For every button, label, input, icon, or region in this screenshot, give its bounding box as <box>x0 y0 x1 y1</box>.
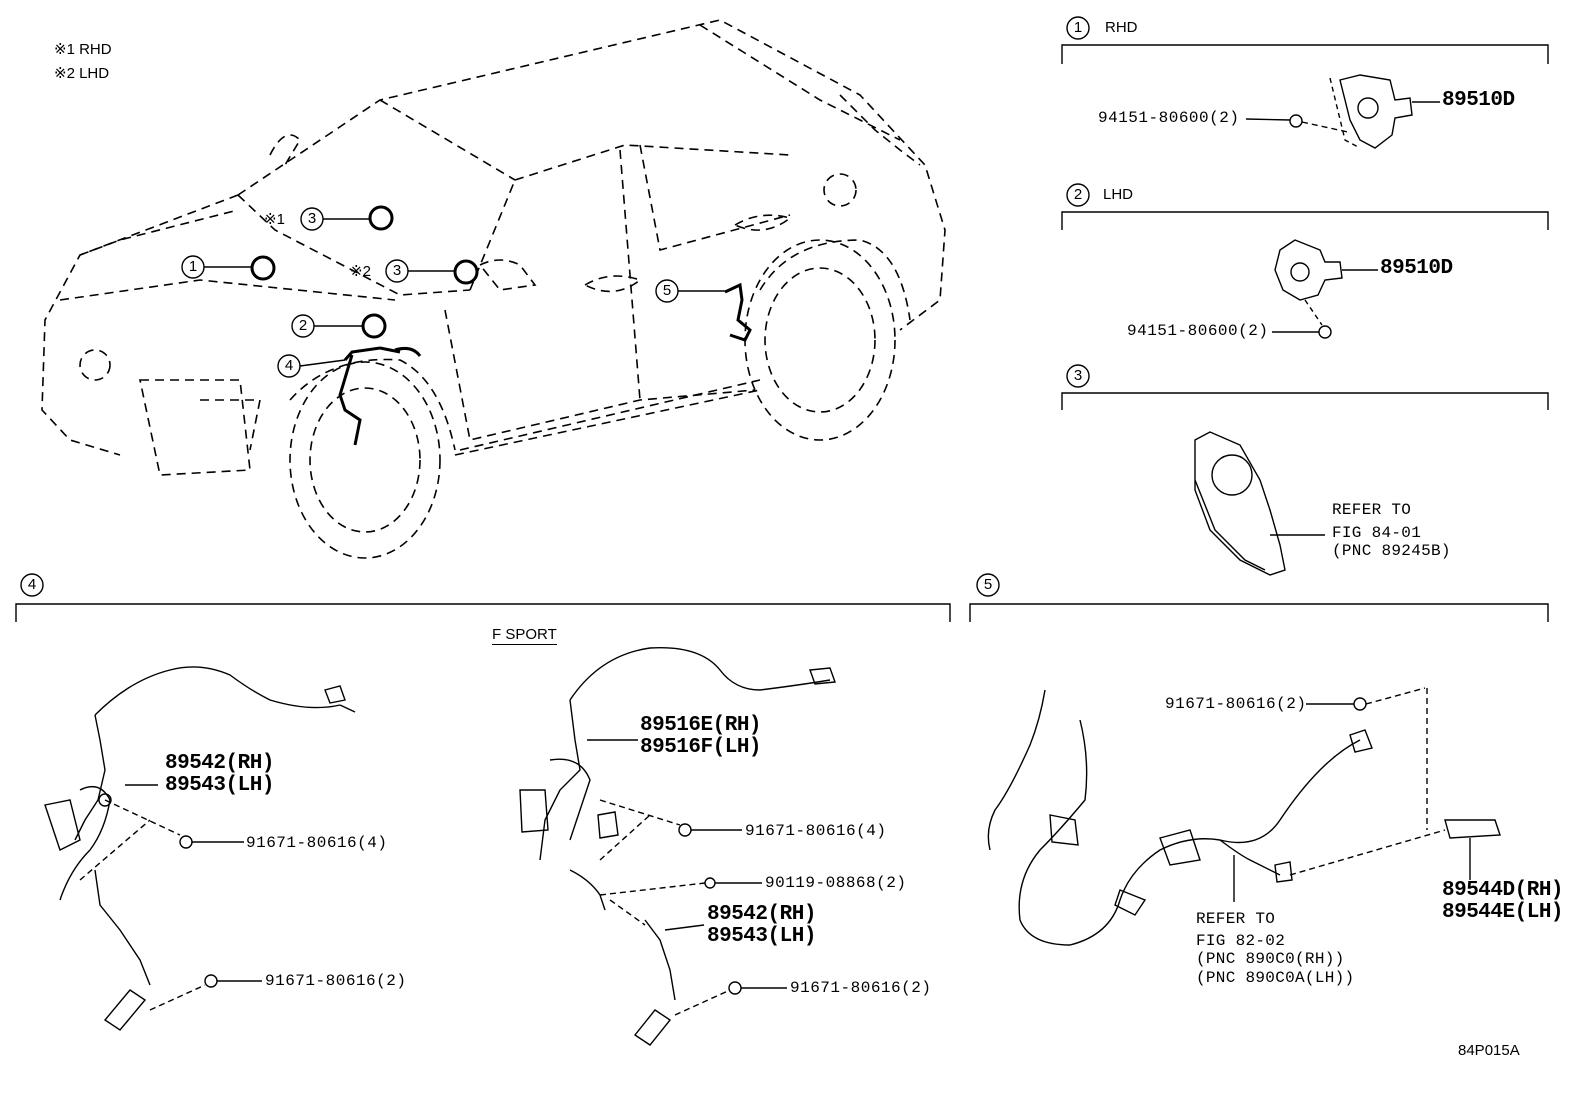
section5-ref-line1: REFER TO <box>1196 910 1276 928</box>
section4-left-drawing <box>44 666 356 1031</box>
callout-3-rhd: 3 <box>307 210 317 227</box>
section2-number: 2 <box>1073 186 1083 203</box>
callout-leaders <box>181 207 725 378</box>
callout-3-lhd: 3 <box>392 262 402 279</box>
note-rhd: ※1 RHD <box>54 41 112 58</box>
section4-right-harness-lh: 89516F(LH) <box>640 736 762 759</box>
callout-2: 2 <box>298 317 308 334</box>
section1-part-number: 89510D <box>1442 89 1515 112</box>
section3-ref-line1: REFER TO <box>1332 501 1412 519</box>
section1-title: RHD <box>1105 19 1138 36</box>
section-brackets <box>15 16 1549 622</box>
section4-right-sensor-lh: 89543(LH) <box>707 925 816 948</box>
section4-right-sensor-rh: 89542(RH) <box>707 903 816 926</box>
section4-left-sensor-rh: 89542(RH) <box>165 752 274 775</box>
section4-right-harness-rh: 89516E(RH) <box>640 714 762 737</box>
section5-sensor-lh: 89544E(LH) <box>1442 901 1564 924</box>
section2-bolt-part-number: 94151-80600(2) <box>1127 322 1269 340</box>
section5-number: 5 <box>983 576 993 593</box>
section4-number: 4 <box>27 576 37 593</box>
section4-left-bolt1: 91671-80616(4) <box>246 834 388 852</box>
section4-left-bolt2: 91671-80616(2) <box>265 972 407 990</box>
section4-right-bolt1: 91671-80616(4) <box>745 822 887 840</box>
section4-right-bolt2: 91671-80616(2) <box>790 979 932 997</box>
section5-ref-line3: (PNC 890C0(RH)) <box>1196 950 1345 968</box>
callout-1: 1 <box>188 258 198 275</box>
section3-ref-line3: (PNC 89245B) <box>1332 542 1451 560</box>
section3-ref-line2: FIG 84-01 <box>1332 524 1422 542</box>
f-sport-label: F SPORT <box>492 626 557 645</box>
section4-right-clip: 90119-08868(2) <box>765 874 907 892</box>
section5-ref-line2: FIG 82-02 <box>1196 932 1286 950</box>
section5-bolt: 91671-80616(2) <box>1165 695 1307 713</box>
vehicle-illustration <box>41 19 946 559</box>
section3-number: 3 <box>1073 367 1083 384</box>
section1-bolt-part-number: 94151-80600(2) <box>1098 109 1240 127</box>
section5-drawing <box>987 687 1501 946</box>
part-89510D-rhd-drawing <box>1245 74 1440 149</box>
part-89245B-drawing <box>1194 431 1325 576</box>
section4-left-sensor-lh: 89543(LH) <box>165 774 274 797</box>
figure-code: 84P015A <box>1458 1042 1520 1059</box>
section2-part-number: 89510D <box>1380 257 1453 280</box>
part-89510D-lhd-drawing <box>1272 239 1378 339</box>
section1-number: 1 <box>1073 19 1083 36</box>
callout-3-rhd-note: ※1 <box>264 211 285 228</box>
section5-sensor-rh: 89544D(RH) <box>1442 879 1564 902</box>
callout-5: 5 <box>662 282 672 299</box>
callout-4: 4 <box>284 357 294 374</box>
section2-title: LHD <box>1103 186 1134 203</box>
note-lhd: ※2 LHD <box>54 65 110 82</box>
section5-ref-line4: (PNC 890C0A(LH)) <box>1196 969 1355 987</box>
callout-3-lhd-note: ※2 <box>350 263 371 280</box>
section4-right-drawing <box>519 646 836 1046</box>
